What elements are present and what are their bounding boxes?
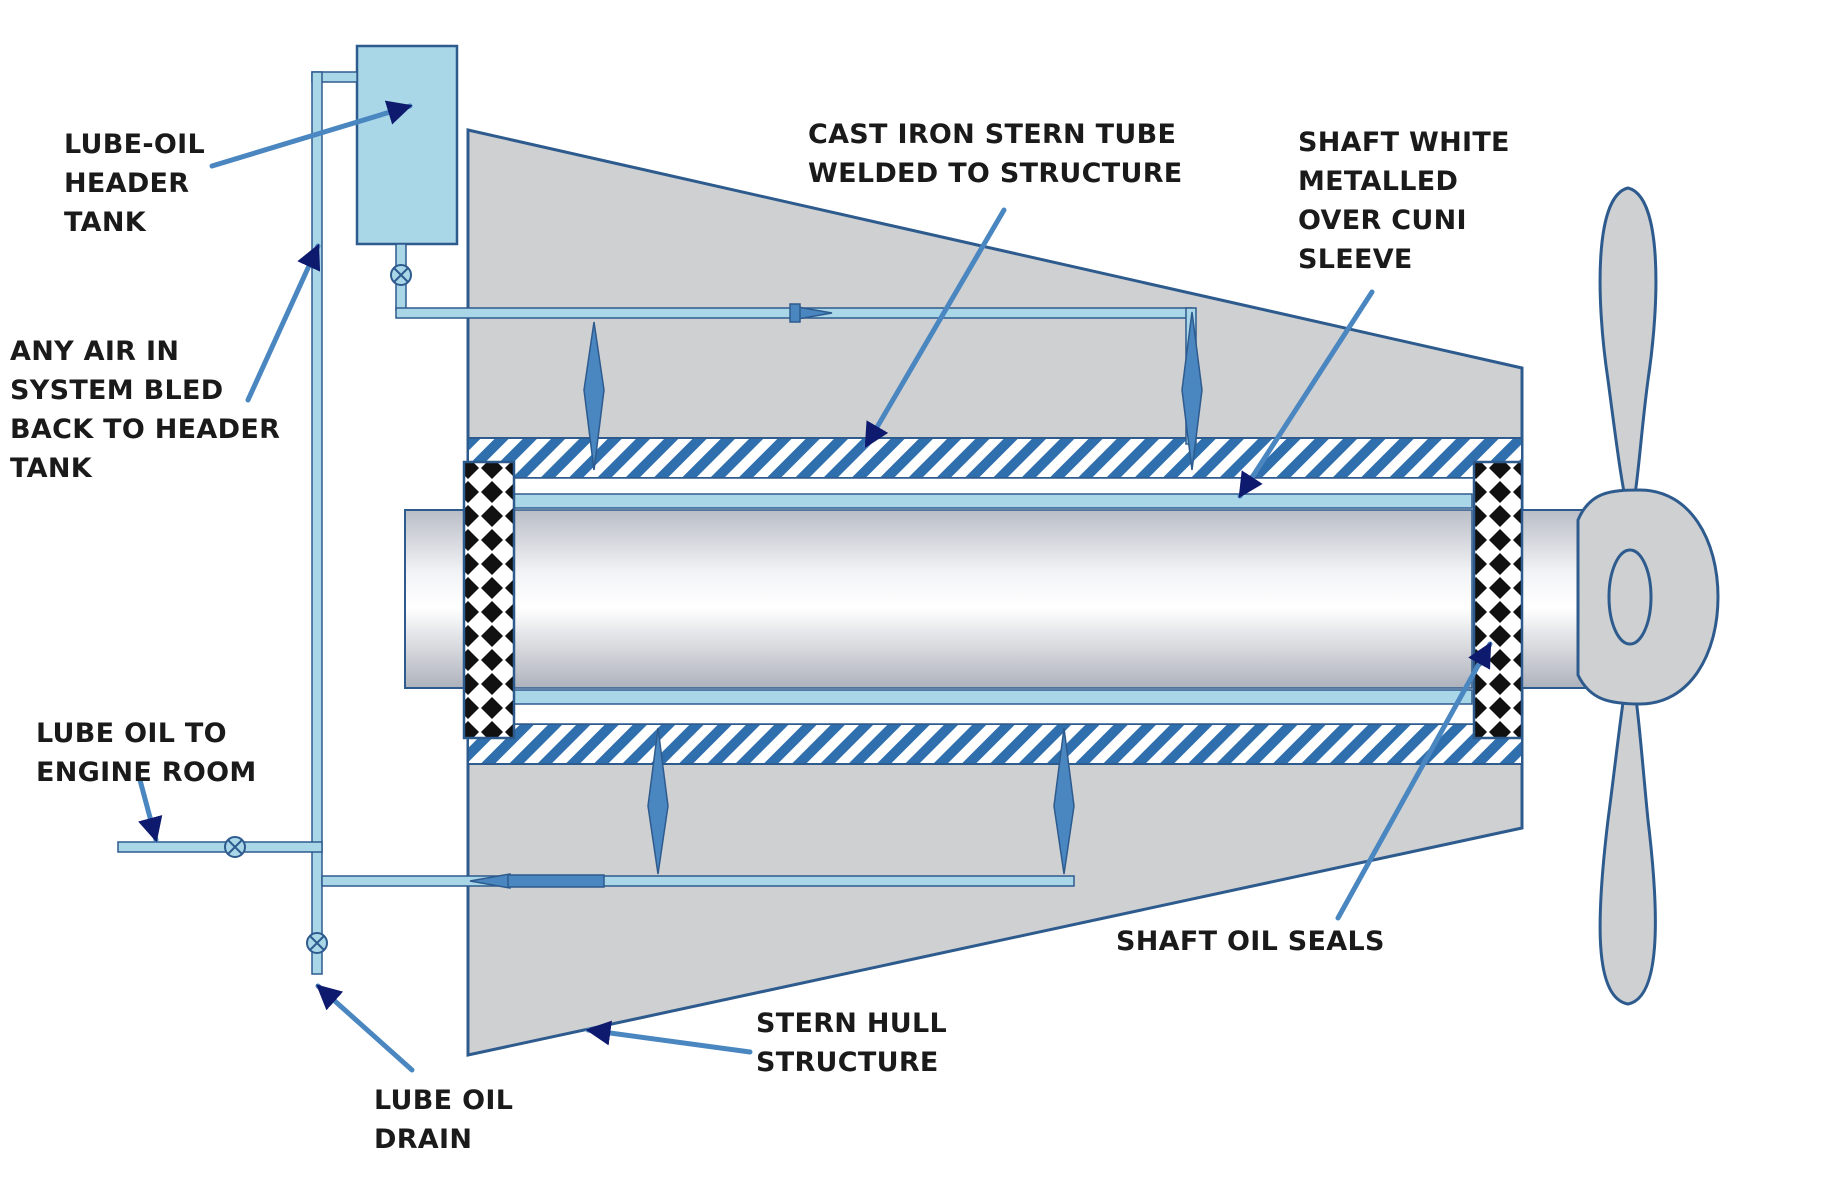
propeller-shaft — [509, 509, 1473, 689]
cuni-sleeve-lower — [509, 689, 1473, 705]
forward-oil-seal — [462, 460, 516, 740]
stern-tube-lower-wall — [467, 723, 1523, 765]
propeller-upper-blade — [1598, 186, 1658, 526]
valve-icon — [390, 264, 412, 286]
cuni-sleeve-upper — [509, 493, 1473, 509]
label-lube-drain: LUBE OIL DRAIN — [374, 1085, 514, 1155]
aft-oil-seal — [1472, 460, 1524, 740]
oil-passages — [583, 311, 1203, 875]
label-shaft-oil-seals: SHAFT OIL SEALS — [1116, 926, 1385, 957]
label-lube-to-engine: LUBE OIL TO ENGINE ROOM — [36, 718, 257, 788]
propeller-lower-blade — [1598, 659, 1657, 1006]
valve-icon — [306, 932, 328, 954]
valve-icon — [224, 836, 246, 858]
propeller-hub-eye — [1607, 548, 1653, 646]
upper-flow-arrow-body — [789, 303, 801, 323]
leader-lines — [137, 100, 1493, 1073]
label-stern-hull: STERN HULL STRUCTURE — [756, 1008, 948, 1078]
label-header-tank: LUBE-OIL HEADER TANK — [64, 129, 205, 238]
lower-flow-arrow-body — [507, 874, 605, 888]
stern-tube-upper-wall — [467, 437, 1523, 479]
label-stern-tube: CAST IRON STERN TUBE WELDED TO STRUCTURE — [808, 119, 1183, 189]
lube-oil-header-tank — [355, 44, 459, 246]
label-air-bled: ANY AIR IN SYSTEM BLED BACK TO HEADER TA… — [10, 336, 281, 484]
label-shaft-white-metalled: SHAFT WHITE METALLED OVER CUNI SLEEVE — [1298, 127, 1510, 275]
